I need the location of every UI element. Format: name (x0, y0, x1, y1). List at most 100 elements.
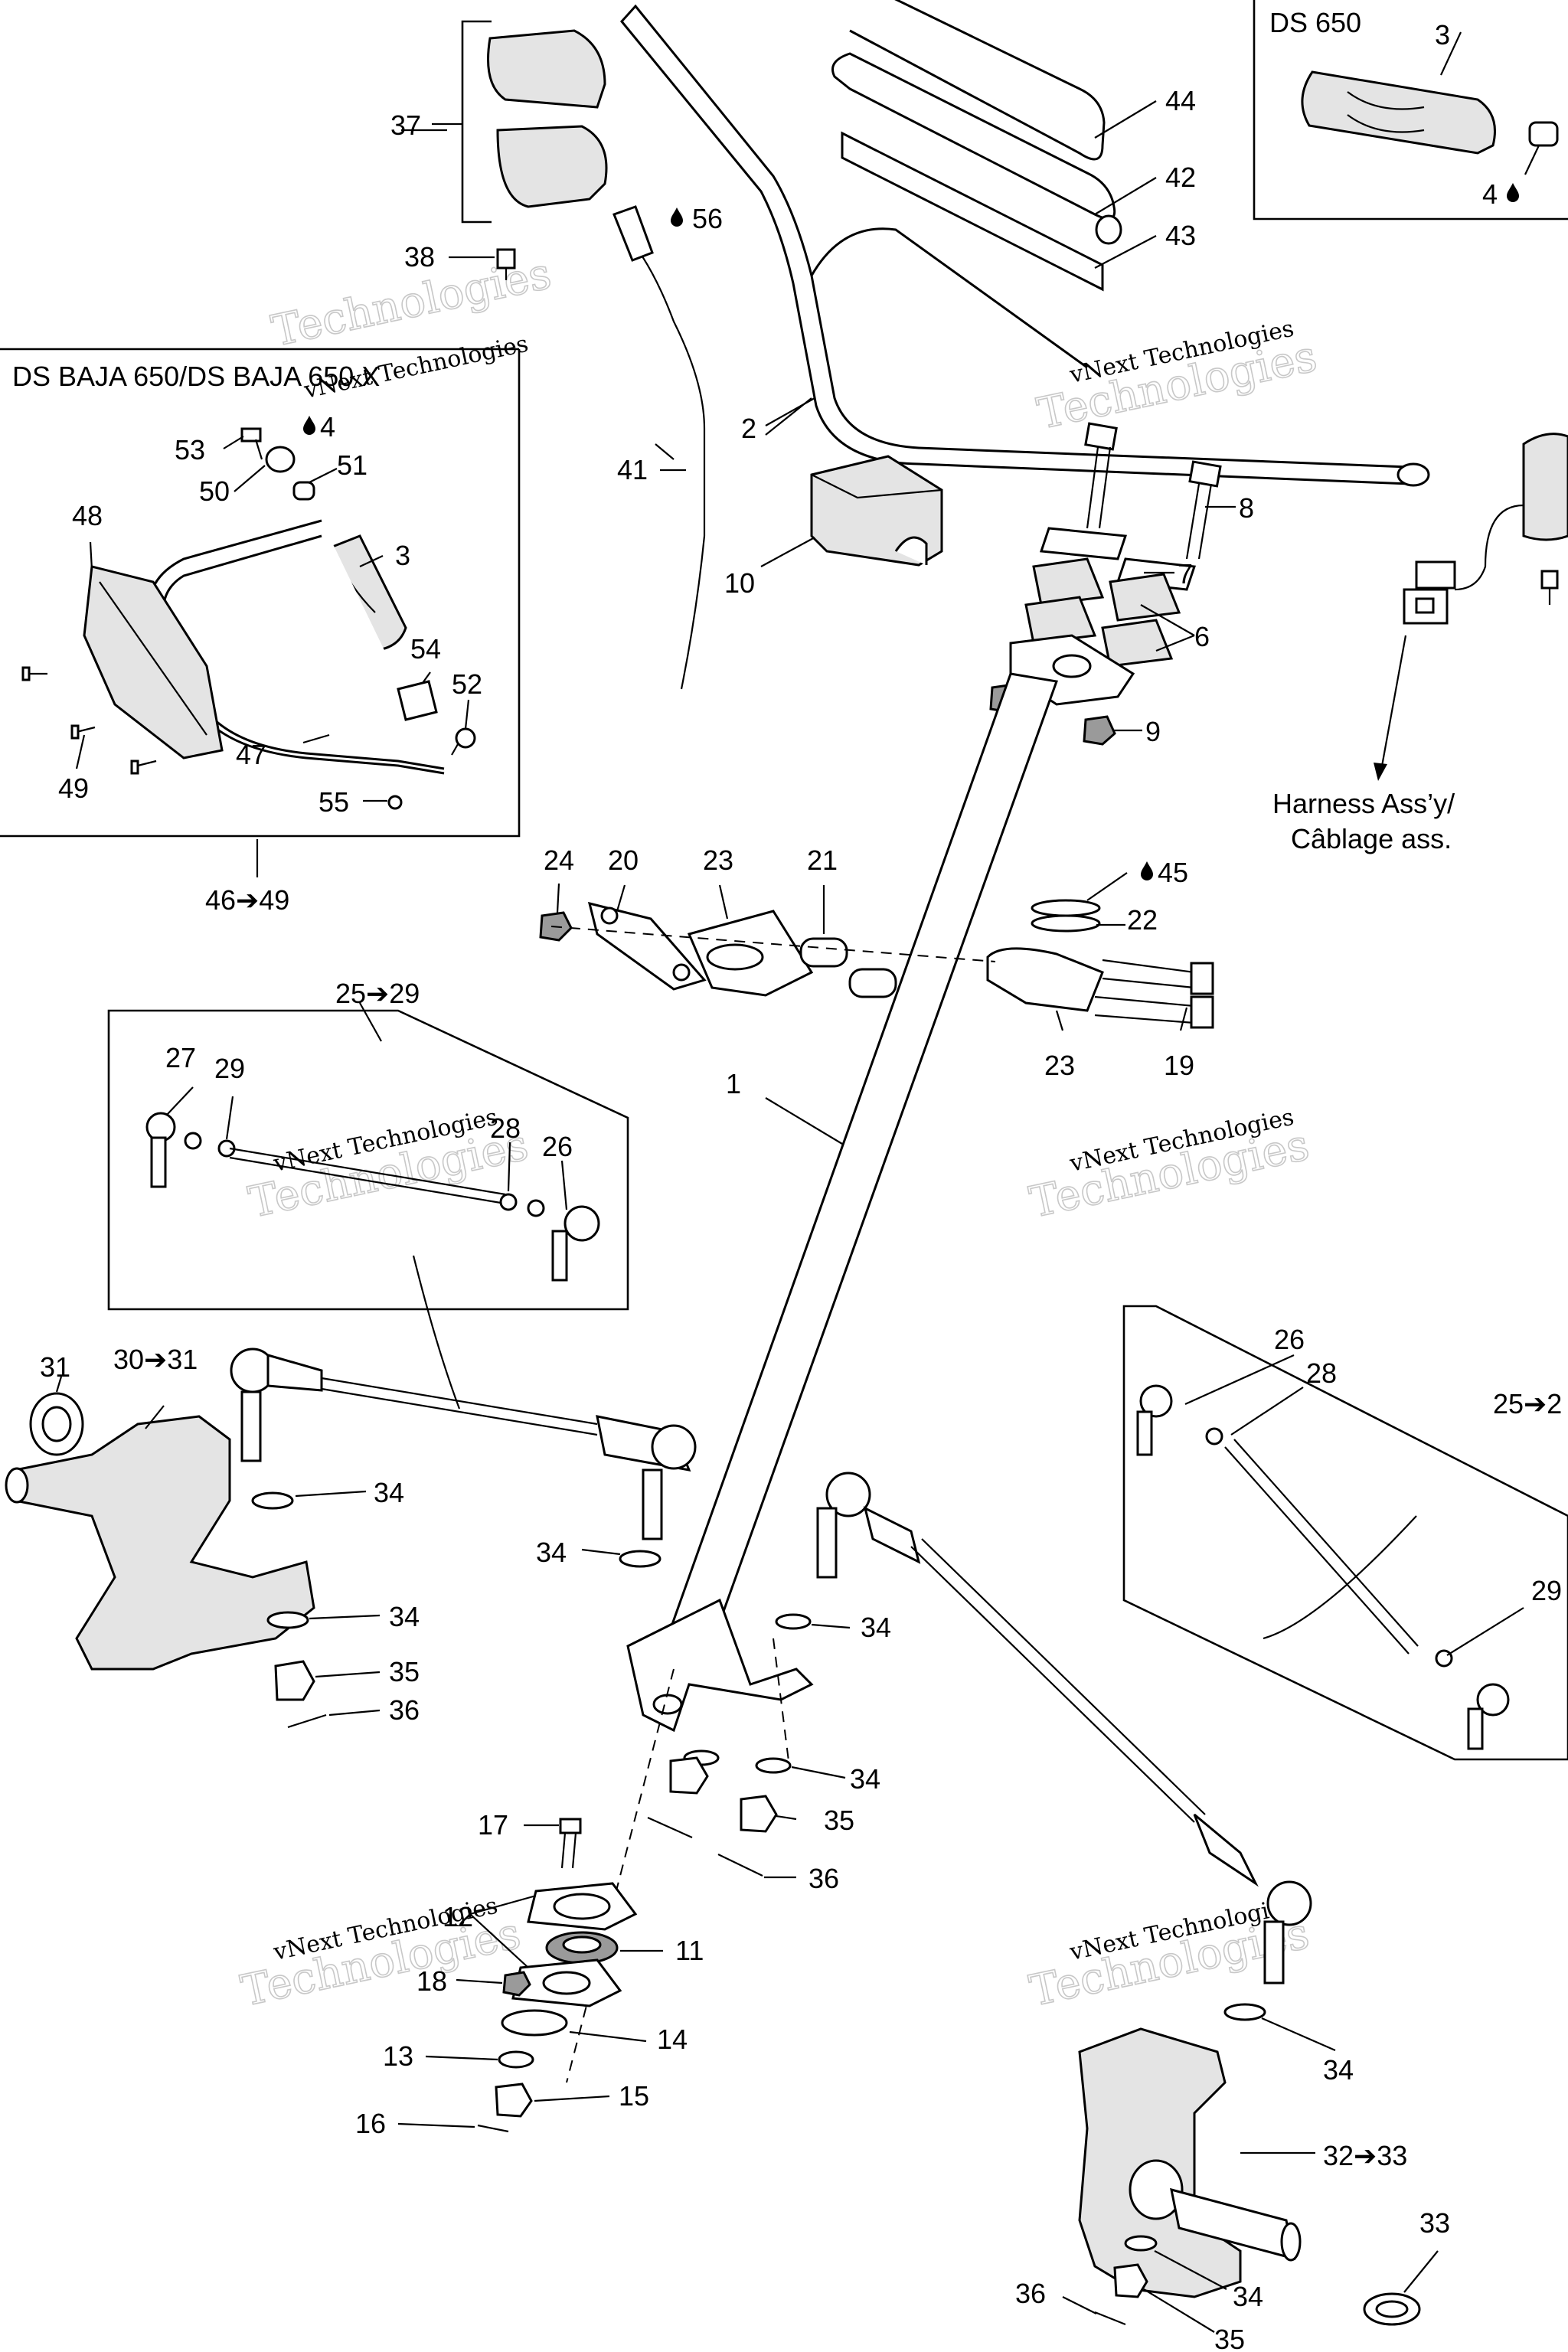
tie-rod-right-main (816, 1472, 1312, 1984)
harness-connector (1403, 560, 1456, 625)
callout-37: 37 (390, 109, 421, 141)
washer-34-center (619, 1550, 662, 1568)
callout-10: 10 (724, 567, 755, 599)
handguard-48 (83, 565, 224, 760)
callout-31: 31 (40, 1351, 70, 1383)
callout-52: 52 (452, 668, 482, 700)
clamp-halves-6 (1024, 557, 1181, 668)
inset-tie-rod-right (1122, 1305, 1568, 1761)
callout-47: 47 (236, 739, 266, 770)
bracket-23-upper (687, 910, 814, 997)
inset-baja-title: DS BAJA 650/DS BAJA 650 X (12, 361, 380, 392)
callout-25-29-left: 25➔29 (335, 978, 420, 1009)
bolt-17 (559, 1818, 582, 1869)
callout-2: 2 (741, 413, 756, 444)
oil-drop-icon (671, 207, 683, 227)
washer-34-arm (775, 1613, 812, 1630)
callout-19: 19 (1164, 1050, 1194, 1081)
washer-34-left-b (266, 1611, 309, 1629)
callout-13: 13 (383, 2040, 413, 2072)
inset-baja-handguards: DS BAJA 650/DS BAJA 650 X (0, 348, 521, 838)
callouts: 37 38 56 44 42 43 2 41 10 8 7 6 9 Harnes… (40, 19, 1562, 2352)
callout-34-left-b: 34 (389, 1601, 420, 1632)
washer-50 (265, 446, 296, 473)
callout-28-left: 28 (490, 1112, 521, 1144)
watermark-mid-right: Technologies vNext Technologies (1025, 1104, 1315, 1229)
callout-36-arm: 36 (808, 1863, 839, 1894)
callout-21: 21 (807, 844, 838, 876)
callout-41: 41 (617, 454, 648, 485)
callout-51: 51 (337, 449, 368, 481)
washer-14 (501, 2009, 568, 2037)
washer-13 (498, 2050, 534, 2069)
callout-18: 18 (416, 1965, 447, 1997)
callout-36-left: 36 (389, 1694, 420, 1726)
callout-11: 11 (675, 1935, 704, 1966)
center-lines-lower (566, 1638, 789, 2083)
callout-29-left: 29 (214, 1053, 245, 1084)
handlebar-pad-43 (841, 131, 1104, 292)
bolt-53 (240, 427, 263, 460)
center-line-mid (550, 926, 996, 962)
screws-49 (21, 666, 157, 775)
washer-34-left-a (251, 1491, 294, 1510)
oil-drop-icon (303, 416, 315, 435)
bracket-37 (461, 20, 492, 224)
washer-31 (29, 1392, 84, 1456)
callout-29-right: 29 (1531, 1575, 1562, 1606)
nut-18 (502, 1971, 531, 1997)
callout-3-baja: 3 (395, 540, 410, 571)
callout-34-arm: 34 (861, 1612, 891, 1643)
cotter-36-left (287, 1713, 327, 1729)
washer-55 (387, 795, 403, 810)
callout-55: 55 (318, 786, 349, 818)
bearing-11 (545, 1931, 619, 1965)
screw-38 (496, 248, 516, 280)
grip-3-ds650 (1301, 70, 1496, 155)
callout-27: 27 (165, 1042, 196, 1073)
callout-23-upper: 23 (703, 844, 733, 876)
spacer-21 (799, 937, 897, 998)
callout-54: 54 (410, 633, 441, 665)
callout-42: 42 (1165, 162, 1196, 193)
callout-34-center: 34 (536, 1537, 567, 1568)
callout-12: 12 (443, 1901, 473, 1932)
inset-tie-rod-parts-right (1136, 1384, 1510, 1750)
cotter-36-arm (647, 1816, 763, 1877)
handguard-bar-47 (148, 519, 445, 775)
oil-drop-icon (1507, 183, 1519, 202)
callout-50: 50 (199, 475, 230, 507)
steering-column (656, 672, 1059, 1671)
callout-26-left: 26 (542, 1131, 573, 1162)
callout-36-right: 36 (1015, 2278, 1046, 2309)
callout-8: 8 (1239, 492, 1254, 524)
handlebar (620, 4, 1430, 487)
callout-35-left: 35 (389, 1656, 420, 1687)
throttle-cable-41 (612, 205, 706, 690)
screw-harness (1540, 570, 1559, 605)
inset-tie-rod-left (107, 1009, 629, 1311)
bearing-flange-12-upper (527, 1882, 638, 1931)
callout-4-ds650: 4 (1482, 178, 1498, 210)
nut-15 (495, 2082, 533, 2118)
callout-46-49: 46➔49 (205, 884, 289, 916)
callout-35-arm: 35 (824, 1805, 854, 1836)
callout-34-left-a: 34 (374, 1477, 404, 1508)
inset-tie-rod-parts-left (145, 1112, 600, 1282)
callout-34-right-lower: 34 (1233, 2281, 1263, 2312)
clamp-54 (397, 680, 438, 721)
callout-14: 14 (657, 2024, 688, 2055)
cotter-16 (477, 2124, 509, 2133)
callout-34-arm-lower: 34 (850, 1763, 880, 1795)
callout-9: 9 (1145, 716, 1161, 747)
inset-ds650-grip: DS 650 (1253, 0, 1568, 220)
callout-3-ds650: 3 (1435, 19, 1450, 51)
callout-22: 22 (1127, 904, 1158, 936)
washer-34-right-upper (1223, 2003, 1266, 2021)
harness-label-line1: Harness Ass’y/ (1272, 788, 1455, 819)
tie-rod-leader-left (412, 1255, 461, 1410)
callout-16: 16 (355, 2108, 386, 2139)
callout-34-right-upper: 34 (1323, 2054, 1354, 2086)
nut-35-right (1113, 2263, 1148, 2298)
callout-15: 15 (619, 2080, 649, 2112)
